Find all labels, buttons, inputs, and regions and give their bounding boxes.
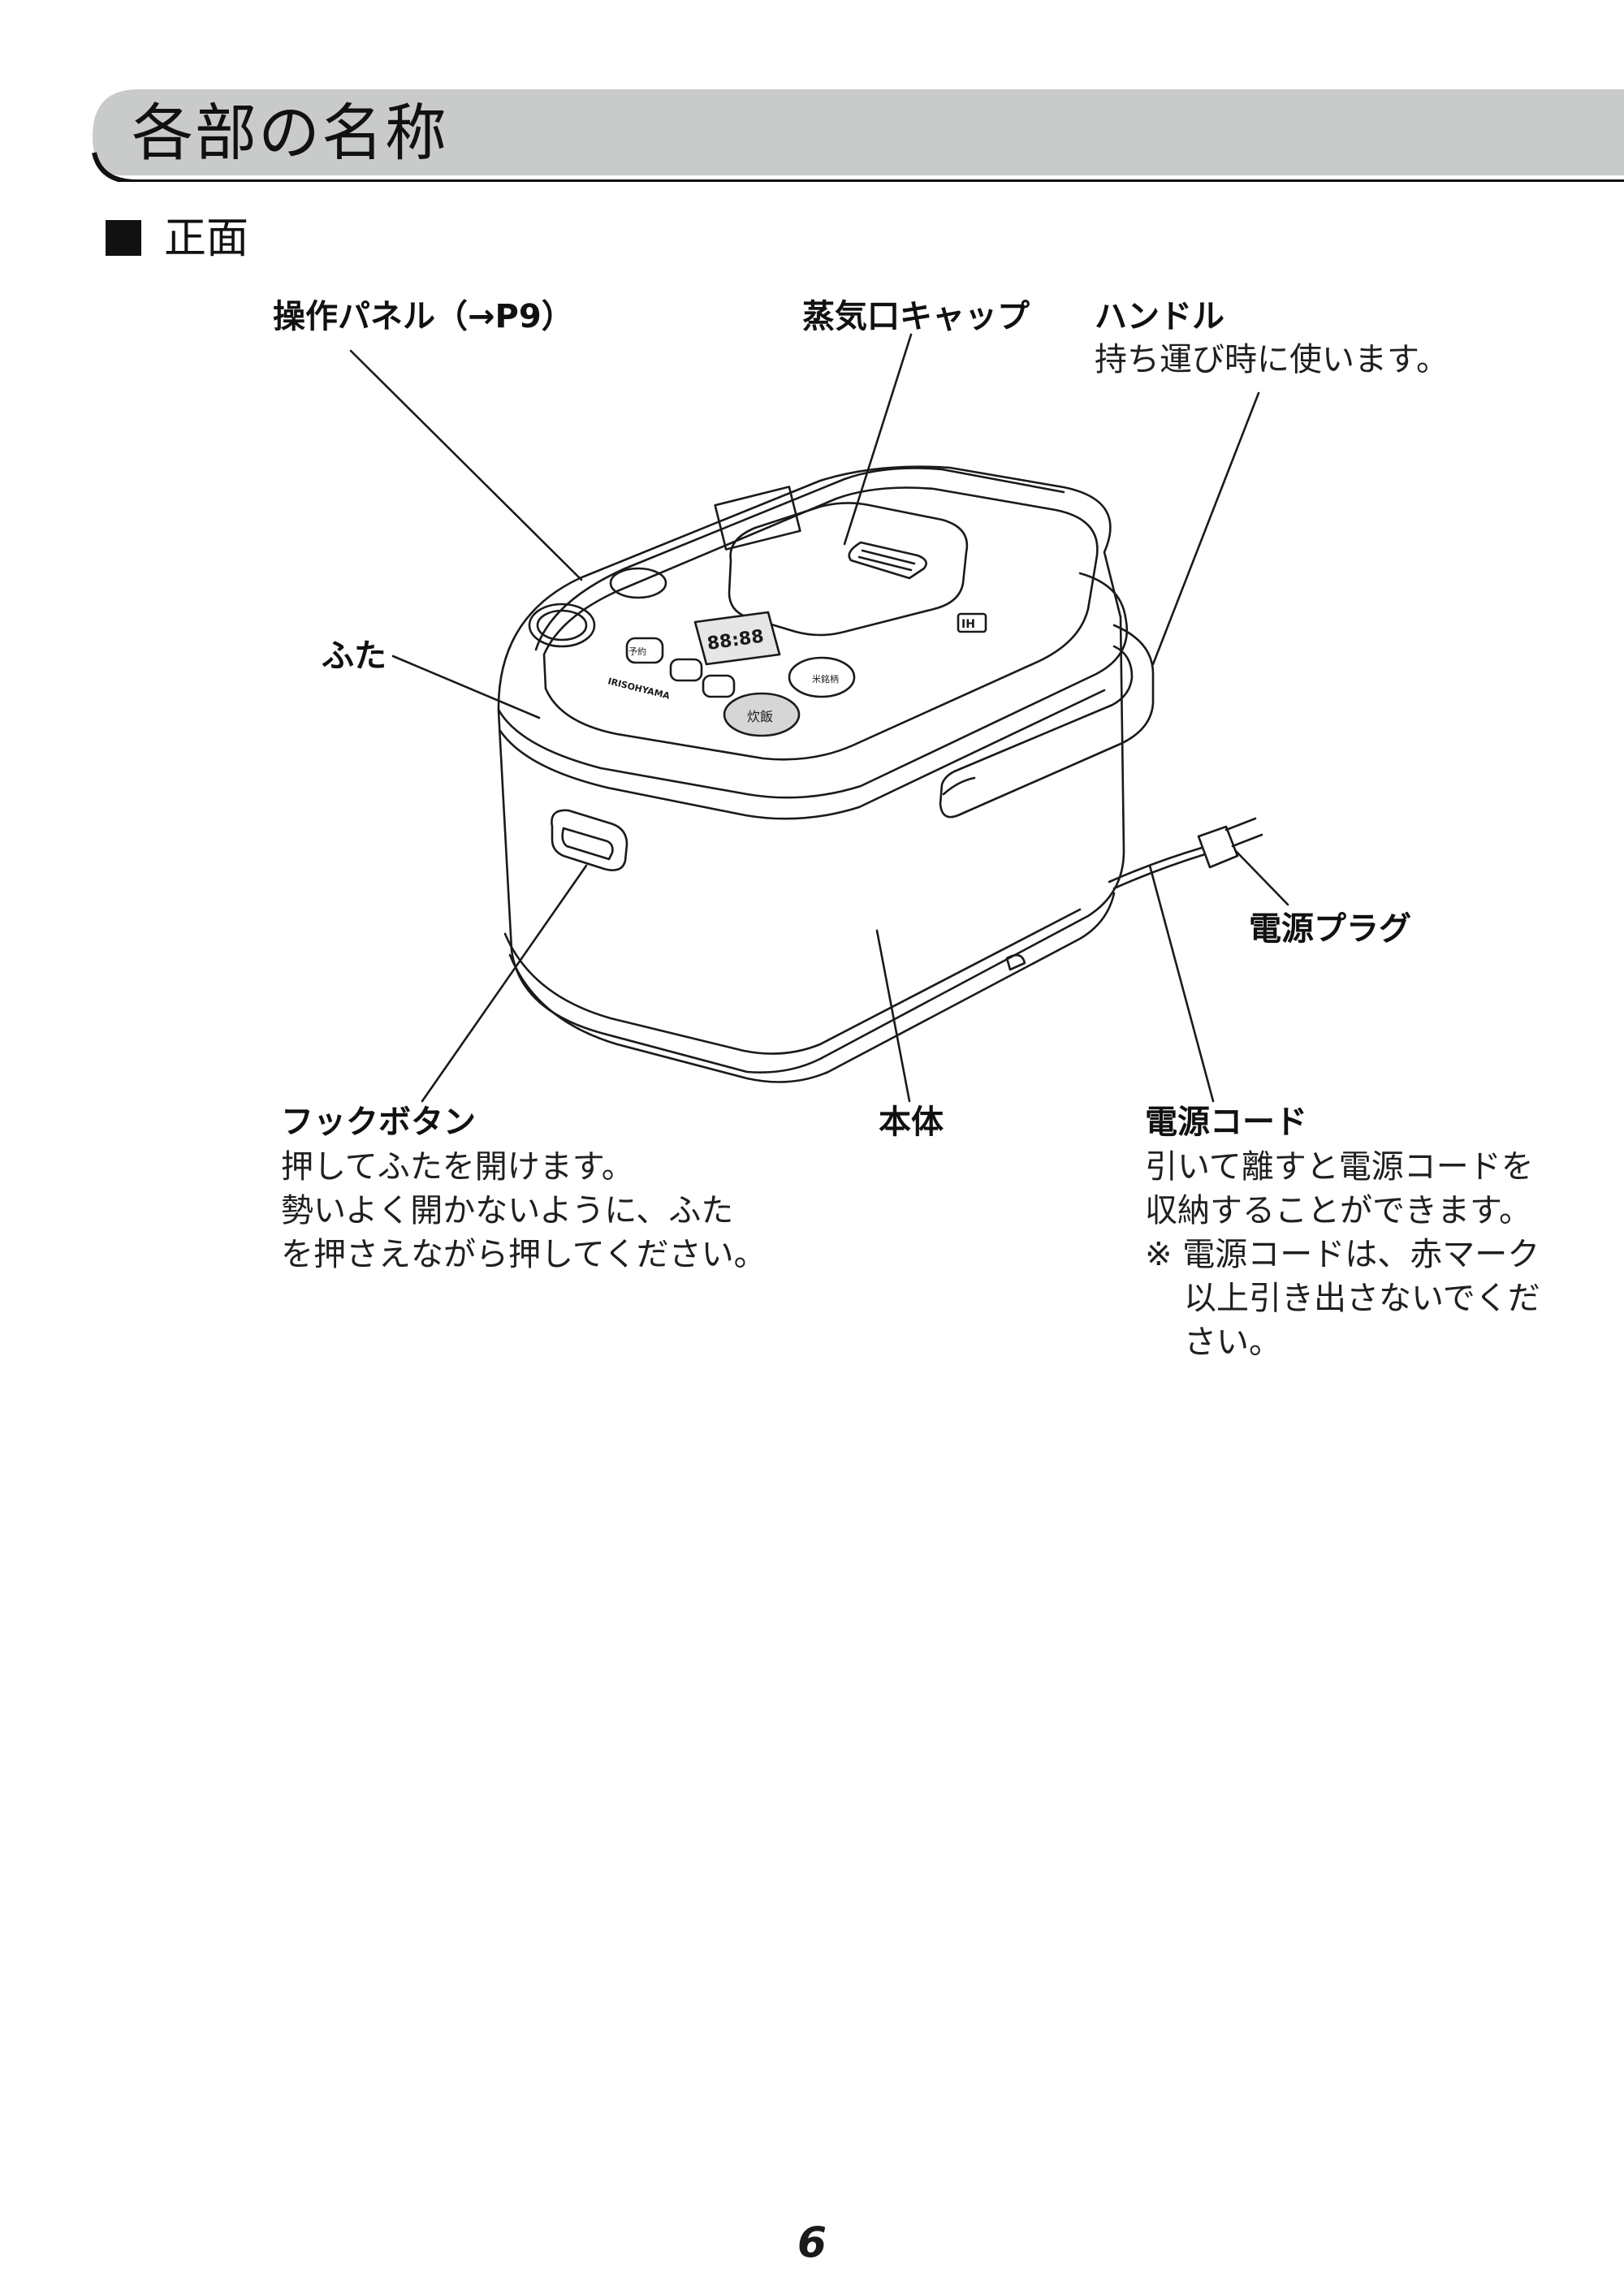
leader-line-cord — [1148, 864, 1215, 1103]
minute-button — [702, 674, 736, 698]
power-cord — [1108, 846, 1203, 883]
cord-note-line: 以上引き出さないでくだ — [1184, 1280, 1540, 1317]
label-power-cord: 電源コード — [1145, 1104, 1307, 1141]
cord-desc-line: 収納することができます。 — [1145, 1192, 1531, 1229]
label-handle: ハンドル — [1095, 298, 1224, 335]
page-header: 各部の名称 — [89, 88, 1624, 182]
page-title: 各部の名称 — [132, 97, 448, 169]
base-ring — [508, 892, 1116, 1083]
ih-badge-text: IH — [961, 618, 975, 631]
hook-desc-line: 勢いよく開かないように、ふた — [281, 1192, 734, 1229]
leader-line-panel — [349, 349, 583, 581]
lid-seam — [499, 689, 1106, 820]
section-title: 正面 — [164, 214, 249, 263]
cord-note-line: ※ 電源コードは、赤マーク — [1145, 1236, 1540, 1273]
leader-line-body — [875, 929, 911, 1103]
power-plug — [1197, 825, 1239, 869]
cook-button — [723, 692, 801, 737]
top-panel-recess — [542, 486, 1099, 761]
brand-logo: IRISOHYAMA — [607, 676, 671, 702]
hook-button-inner — [561, 827, 614, 861]
base-band — [503, 908, 1082, 1055]
steam-vent — [848, 541, 927, 580]
page-number: 6 — [797, 2218, 827, 2267]
cook-button-label: 炊飯 — [747, 709, 773, 724]
handle — [939, 624, 1155, 819]
label-steam-cap: 蒸気口キャップ — [802, 298, 1030, 335]
label-main-body: 本体 — [879, 1104, 944, 1141]
hook-button-description: 押してふたを開けます。 勢いよく開かないように、ふた を押さえながら押してくださ… — [281, 1145, 767, 1277]
menu-button — [609, 567, 667, 599]
cord-desc-line: 引いて離すと電源コードを — [1145, 1148, 1534, 1186]
ih-badge-frame — [957, 612, 987, 633]
reserve-button-label: 予約 — [628, 646, 646, 657]
power-cord-description: 引いて離すと電源コードを 収納することができます。 ※ 電源コードは、赤マーク … — [1145, 1145, 1540, 1364]
hour-button — [669, 658, 703, 682]
hook-desc-line: 押してふたを開けます。 — [281, 1148, 634, 1186]
hook-button — [551, 809, 628, 871]
leader-line-plug — [1234, 849, 1289, 906]
rice-type-button-label: 米銘柄 — [812, 673, 839, 685]
lid-top-outline — [534, 467, 1065, 651]
rice-type-button — [788, 656, 856, 698]
label-control-panel: 操作パネル（→P9） — [273, 298, 574, 335]
hook-desc-line: を押さえながら押してください。 — [281, 1236, 767, 1273]
bullet-square-icon — [106, 220, 141, 256]
cooker-body-outline — [497, 465, 1125, 1074]
leader-line-handle — [1151, 391, 1260, 666]
section-heading: 正面 — [106, 218, 248, 260]
label-power-plug: 電源プラグ — [1249, 910, 1411, 948]
lid-front-edge — [497, 572, 1129, 799]
warning-sticker — [714, 486, 801, 551]
lcd-display — [693, 611, 781, 666]
cord-note-line: さい。 — [1184, 1324, 1281, 1361]
leader-line-hook — [421, 864, 588, 1103]
label-lid: ふた — [322, 637, 387, 675]
keep-warm-button — [528, 603, 596, 648]
leader-line-lid — [391, 655, 541, 719]
header-band — [92, 89, 1624, 182]
handle-description: 持ち運び時に使います。 — [1095, 341, 1449, 378]
reserve-button — [625, 637, 664, 664]
leader-line-steam-cap — [843, 333, 913, 546]
label-hook-button: フックボタン — [281, 1104, 476, 1141]
